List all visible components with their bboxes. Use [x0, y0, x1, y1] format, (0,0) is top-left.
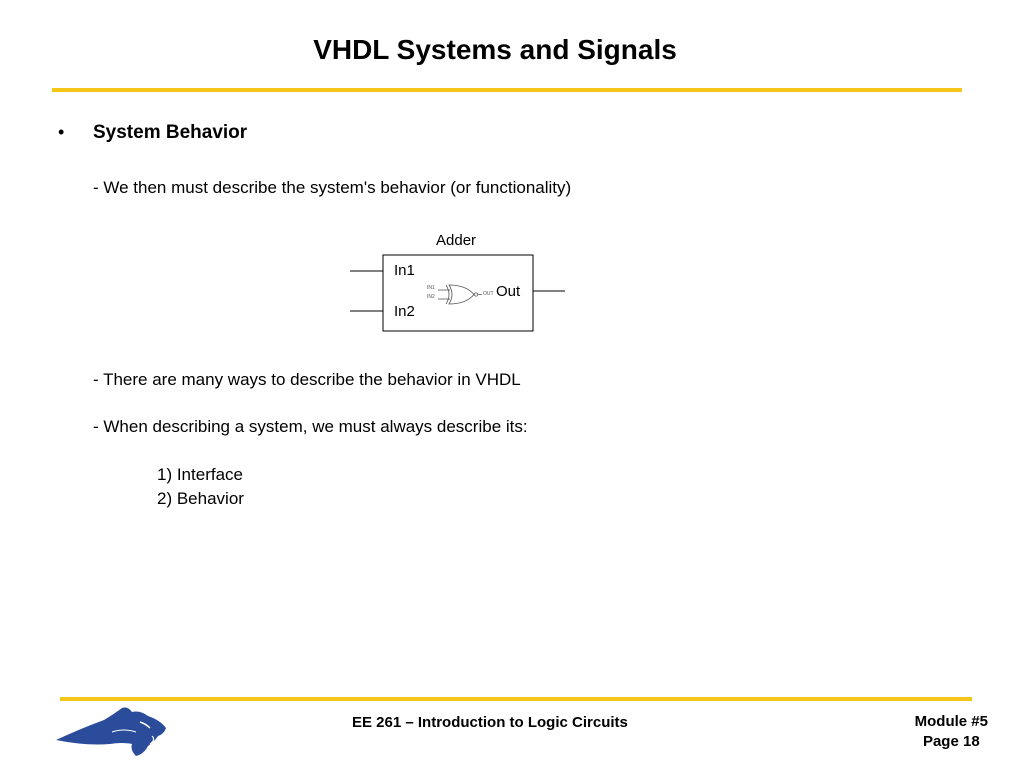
adder-block-shape — [350, 254, 565, 332]
text-line-describe-its: - When describing a system, we must alwa… — [93, 417, 528, 436]
adder-label: Adder — [436, 232, 477, 249]
footer-divider — [60, 697, 972, 701]
footer-module: Module #5 — [914, 713, 988, 730]
input-label-in1: In1 — [394, 262, 415, 279]
bobcat-logo-icon — [56, 707, 166, 756]
adder-diagram: Adder In1 In2 Out IN1 IN2 OUT — [340, 228, 580, 338]
list-item-behavior: 2) Behavior — [157, 489, 244, 508]
footer-page: Page 18 — [922, 733, 980, 750]
list-item-interface: 1) Interface — [157, 465, 243, 484]
xor-gate-icon — [438, 284, 482, 305]
footer-course: EE 261 – Introduction to Logic Circuits — [352, 714, 628, 731]
gate-label-in2: IN2 — [427, 294, 435, 300]
gate-label-in1: IN1 — [427, 285, 435, 291]
output-label-out: Out — [496, 283, 521, 300]
input-label-in2: In2 — [394, 303, 415, 320]
footer-module-page: Module #5 Page 18 — [915, 712, 988, 752]
text-line-functionality: - We then must describe the system's beh… — [93, 178, 572, 197]
text-line-many-ways: - There are many ways to describe the be… — [93, 370, 521, 389]
gate-label-out: OUT — [483, 291, 494, 297]
bullet-heading: System Behavior — [93, 122, 248, 143]
title-divider — [52, 88, 962, 92]
bullet-marker: • — [58, 122, 65, 142]
slide-title: VHDL Systems and Signals — [313, 34, 677, 65]
